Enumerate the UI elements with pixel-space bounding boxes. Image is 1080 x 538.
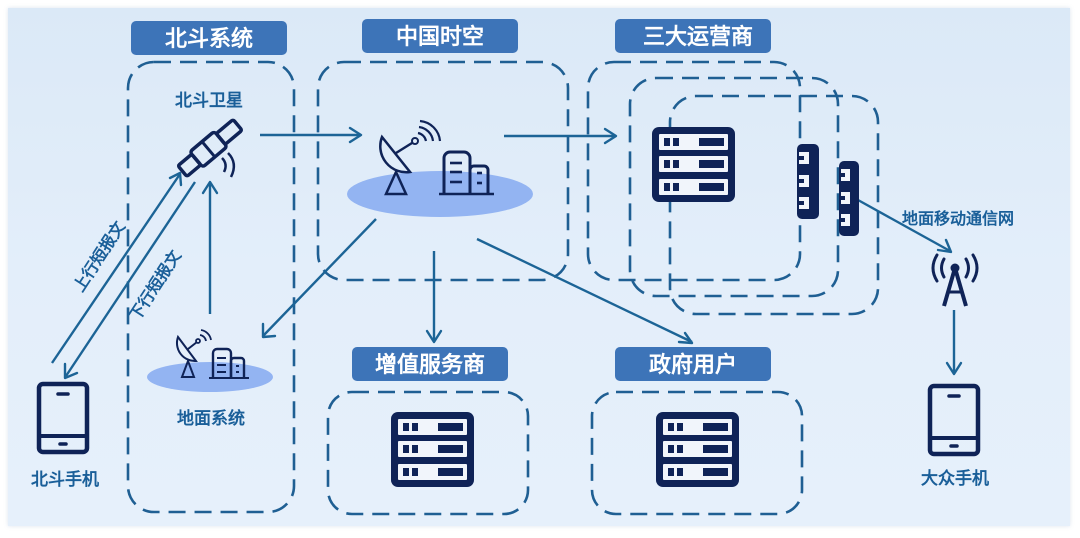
uplink-label: 上行短报文 <box>69 217 129 295</box>
header-carriers: 三大运营商 <box>615 19 771 53</box>
value-added-box <box>326 390 530 516</box>
carrier-server-icon-2 <box>797 144 819 219</box>
edge-china-spacetime-to-government <box>476 237 694 345</box>
carrier-server-icon-3 <box>839 161 859 236</box>
ground-system-label: 地面系统 <box>177 408 245 429</box>
carrier-server-icon <box>652 127 735 202</box>
satellite-signal-icon <box>221 152 236 178</box>
ground-server-building-icon <box>209 347 249 379</box>
carrier-box-2 <box>628 76 840 298</box>
government-box <box>590 390 804 516</box>
header-beidou-system: 北斗系统 <box>131 21 287 55</box>
ground-dish-icon <box>175 329 212 378</box>
header-beidou-system-label: 北斗系统 <box>165 26 253 52</box>
dish-antenna-icon <box>379 119 442 196</box>
edge-china-spacetime-to-value-added <box>425 251 443 344</box>
edge-satellite-to-china-spacetime <box>260 126 363 144</box>
ground-system-node <box>147 329 273 392</box>
edge-ground-to-satellite <box>201 180 219 314</box>
satellite-icon <box>176 118 244 178</box>
edge-carriers-to-tower <box>857 198 953 254</box>
carrier-box-3 <box>668 94 880 316</box>
edge-china-spacetime-to-carriers <box>504 127 618 145</box>
government-server-icon <box>656 412 739 487</box>
header-value-added-label: 增值服务商 <box>375 352 485 378</box>
downlink-label: 下行短报文 <box>125 246 185 324</box>
header-china-spacetime-label: 中国时空 <box>396 24 484 50</box>
cell-tower-icon <box>931 253 979 307</box>
beidou-phone-label: 北斗手机 <box>31 469 99 490</box>
satellite-label: 北斗卫星 <box>175 91 243 111</box>
header-government: 政府用户 <box>615 347 771 381</box>
edge-china-spacetime-to-ground <box>261 218 377 339</box>
mobile-network-label: 地面移动通信网 <box>902 209 1014 228</box>
public-phone-label: 大众手机 <box>921 468 989 489</box>
public-phone-icon <box>927 383 981 457</box>
china-spacetime-node <box>347 119 533 217</box>
beidou-system-box <box>126 60 296 514</box>
edge-uplink <box>51 171 183 364</box>
server-building-icon <box>439 150 494 196</box>
diagram-background <box>8 8 1070 526</box>
carrier-box-1 <box>586 60 802 282</box>
beidou-phone-icon <box>36 381 90 455</box>
header-government-label: 政府用户 <box>649 352 737 378</box>
header-value-added: 增值服务商 <box>352 347 508 381</box>
china-spacetime-box <box>316 60 570 282</box>
edge-downlink <box>63 181 196 380</box>
header-china-spacetime: 中国时空 <box>362 19 518 53</box>
edge-tower-to-public-phone <box>945 310 963 376</box>
value-added-server-icon <box>391 412 474 487</box>
header-carriers-label: 三大运营商 <box>643 24 753 50</box>
